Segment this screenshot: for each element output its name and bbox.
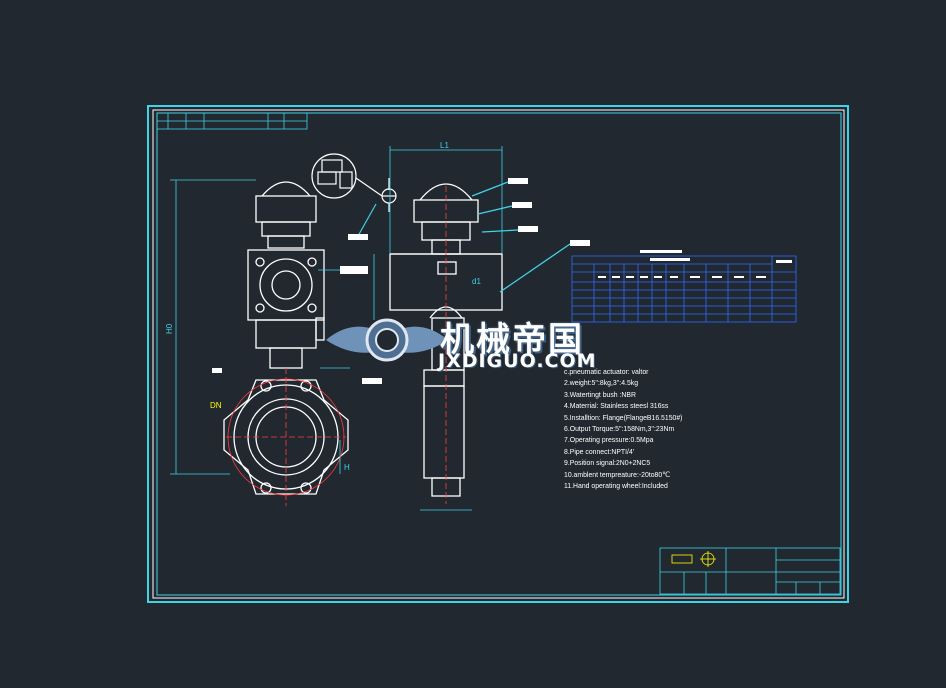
revision-table [156, 112, 308, 130]
dim-label-dn: DN [210, 401, 222, 410]
note-line: 10.amblent tempreature:-20to80℃ [564, 469, 670, 479]
right-view-dimensions [373, 146, 503, 511]
dim-label-h0: H0 [165, 323, 174, 334]
drawing-frame [147, 105, 849, 603]
left-view-valve [223, 181, 349, 506]
parameter-table-marks [598, 250, 792, 278]
note-line: 9.Position signal:2N0+2NC5 [564, 458, 651, 468]
dimension-labels: L1 H0 H d1 DN [165, 141, 481, 472]
title-block [659, 547, 841, 595]
note-line: 6.Output Torque:5'':158Nm,3'':23Nm [564, 423, 675, 433]
note-line: 3.Watertingt bush :NBR [564, 389, 636, 399]
watermark-chinese: 机械帝国 [440, 320, 584, 360]
note-line: 5.Installtion: Flange(FlangeB16.5150#) [564, 412, 683, 422]
note-line: 8.Pipe connect:NPTI/4' [564, 446, 635, 456]
dim-label-l1: L1 [440, 141, 449, 150]
note-line: 2.weight:5'':8kg,3'':4.5kg [564, 378, 639, 388]
dim-label-d1: d1 [472, 277, 481, 286]
parameter-table [571, 255, 797, 323]
dim-label-h: H [344, 463, 350, 472]
solenoid-detail [311, 153, 397, 240]
note-line: 11.Hand operating wheel:Included [564, 480, 668, 490]
note-line: 7.Operating pressure:0.5Mpa [564, 435, 654, 445]
left-view-dimensions [170, 179, 382, 475]
right-view-valve [389, 178, 590, 504]
note-line: c.pneumatic actuator: valtor [564, 367, 649, 376]
watermark-emblem [326, 318, 448, 362]
technical-notes: c.pneumatic actuator: valtor 2.weight:5'… [564, 366, 682, 491]
note-line: 4.Materrial: Stainless steesl 316ss [564, 401, 669, 411]
watermark-english: JXDIGUO.COM [438, 350, 597, 372]
